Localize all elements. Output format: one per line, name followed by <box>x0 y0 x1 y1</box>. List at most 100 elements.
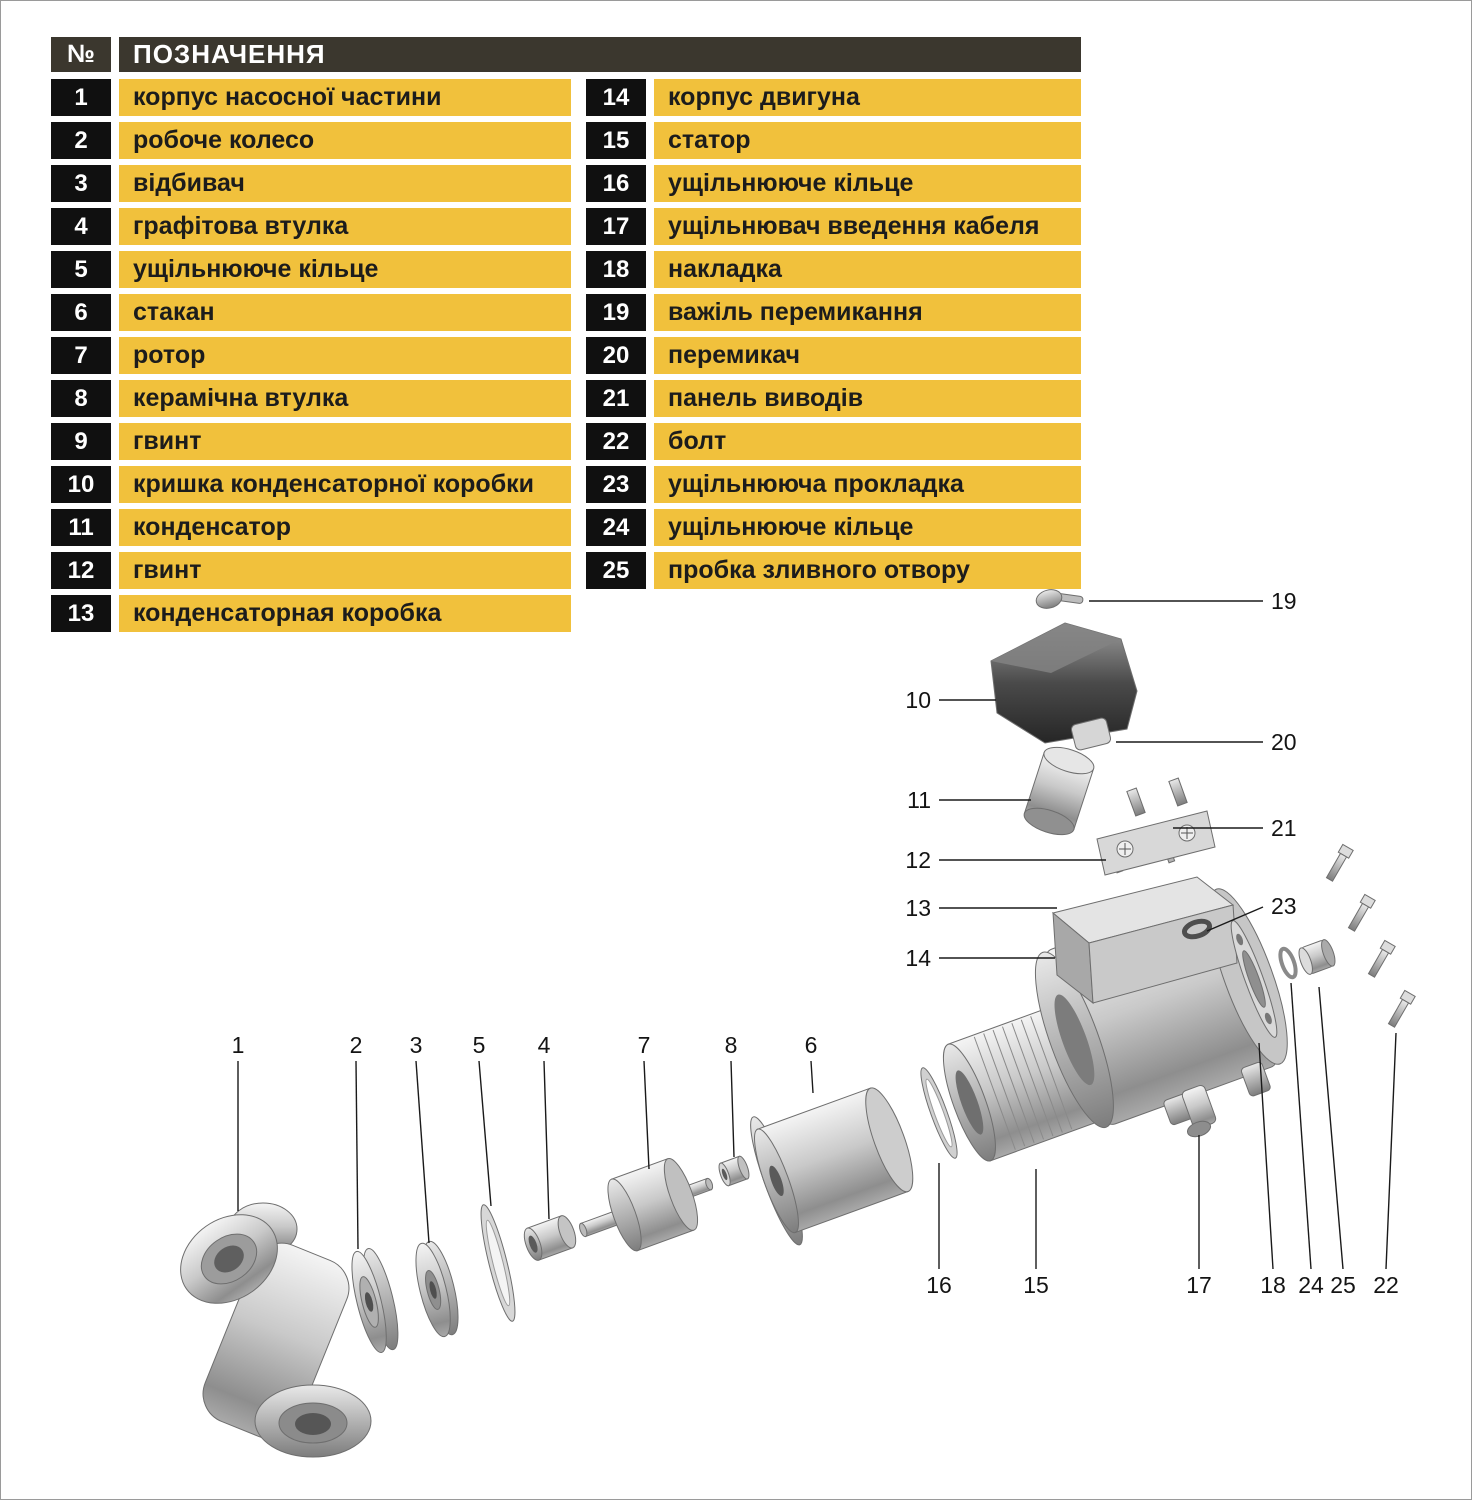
callout-16: 16 <box>926 1272 952 1298</box>
part-18-plate <box>1230 920 1278 1038</box>
callout-5: 5 <box>473 1032 486 1058</box>
legend-label: корпус двигуна <box>654 79 1081 116</box>
part-20-switch <box>1070 717 1112 751</box>
callout-20: 20 <box>1271 729 1297 755</box>
callout-numbers: 19 10 20 11 21 12 13 23 14 1 2 3 5 4 7 8… <box>232 588 1399 1298</box>
legend-label: стакан <box>119 294 571 331</box>
legend-num: 12 <box>51 552 111 589</box>
legend-label: болт <box>654 423 1081 460</box>
part-22-bolts <box>1325 843 1416 1028</box>
part-1-pump-housing <box>180 1202 372 1458</box>
legend-label: пробка зливного отвору <box>654 552 1081 589</box>
leader-lines <box>237 600 1397 1270</box>
legend-num: 14 <box>586 79 646 116</box>
legend-label: робоче колесо <box>119 122 571 159</box>
callout-13: 13 <box>905 895 931 921</box>
callout-12: 12 <box>905 847 931 873</box>
callout-6: 6 <box>805 1032 818 1058</box>
legend-num: 8 <box>51 380 111 417</box>
legend-label: перемикач <box>654 337 1081 374</box>
legend-num: 10 <box>51 466 111 503</box>
legend-num: 25 <box>586 552 646 589</box>
legend-num: 16 <box>586 165 646 202</box>
legend-num: 6 <box>51 294 111 331</box>
legend-label: корпус насосної частини <box>119 79 571 116</box>
legend-num: 11 <box>51 509 111 546</box>
part-8-ceramic-bushing <box>718 1155 750 1187</box>
callout-21: 21 <box>1271 815 1297 841</box>
exploded-view-diagram: 19 10 20 11 21 12 13 23 14 1 2 3 5 4 7 8… <box>180 588 1416 1458</box>
legend-num: 17 <box>586 208 646 245</box>
legend-label: панель виводів <box>654 380 1081 417</box>
callout-11: 11 <box>907 787 931 813</box>
part-25-drain-plug <box>1298 939 1336 975</box>
legend-header-title: ПОЗНАЧЕННЯ <box>119 37 1081 72</box>
part-19-switch-lever <box>1035 589 1084 609</box>
callout-22: 22 <box>1373 1272 1399 1298</box>
part-13-capacitor-box <box>1051 876 1238 1005</box>
callout-10: 10 <box>905 687 931 713</box>
callout-1: 1 <box>232 1032 245 1058</box>
legend-label: гвинт <box>119 552 571 589</box>
callout-23: 23 <box>1271 893 1297 919</box>
part-21-terminal-panel <box>1096 777 1216 876</box>
callout-18: 18 <box>1260 1272 1286 1298</box>
callout-25: 25 <box>1330 1272 1356 1298</box>
callout-24: 24 <box>1298 1272 1324 1298</box>
legend-label: конденсаторная коробка <box>119 595 571 632</box>
legend-label: ущільнююча прокладка <box>654 466 1081 503</box>
legend-num: 13 <box>51 595 111 632</box>
part-2-impeller <box>351 1248 399 1354</box>
legend-label: ущільнювач введення кабеля <box>654 208 1081 245</box>
part-24-seal-ring <box>1278 946 1298 980</box>
legend-num: 3 <box>51 165 111 202</box>
legend-label: керамічна втулка <box>119 380 571 417</box>
legend-header: № ПОЗНАЧЕННЯ <box>51 37 1081 72</box>
callout-14: 14 <box>905 945 931 971</box>
legend-num: 5 <box>51 251 111 288</box>
legend-num: 4 <box>51 208 111 245</box>
part-23-gasket <box>1181 918 1213 940</box>
legend-num: 22 <box>586 423 646 460</box>
legend-label: кришка конденсаторної коробки <box>119 466 571 503</box>
legend-num: 18 <box>586 251 646 288</box>
part-3-deflector <box>415 1240 459 1338</box>
legend-label: ущільнююче кільце <box>119 251 571 288</box>
callout-7: 7 <box>638 1032 651 1058</box>
part-4-graphite-bushing <box>523 1215 577 1261</box>
callout-3: 3 <box>410 1032 423 1058</box>
callout-8: 8 <box>725 1032 738 1058</box>
legend-label: графітова втулка <box>119 208 571 245</box>
legend-num: 2 <box>51 122 111 159</box>
legend-label: статор <box>654 122 1081 159</box>
legend-label: відбивач <box>119 165 571 202</box>
legend-num: 19 <box>586 294 646 331</box>
legend-num: 24 <box>586 509 646 546</box>
callout-15: 15 <box>1023 1272 1049 1298</box>
part-7-rotor <box>579 1157 714 1252</box>
